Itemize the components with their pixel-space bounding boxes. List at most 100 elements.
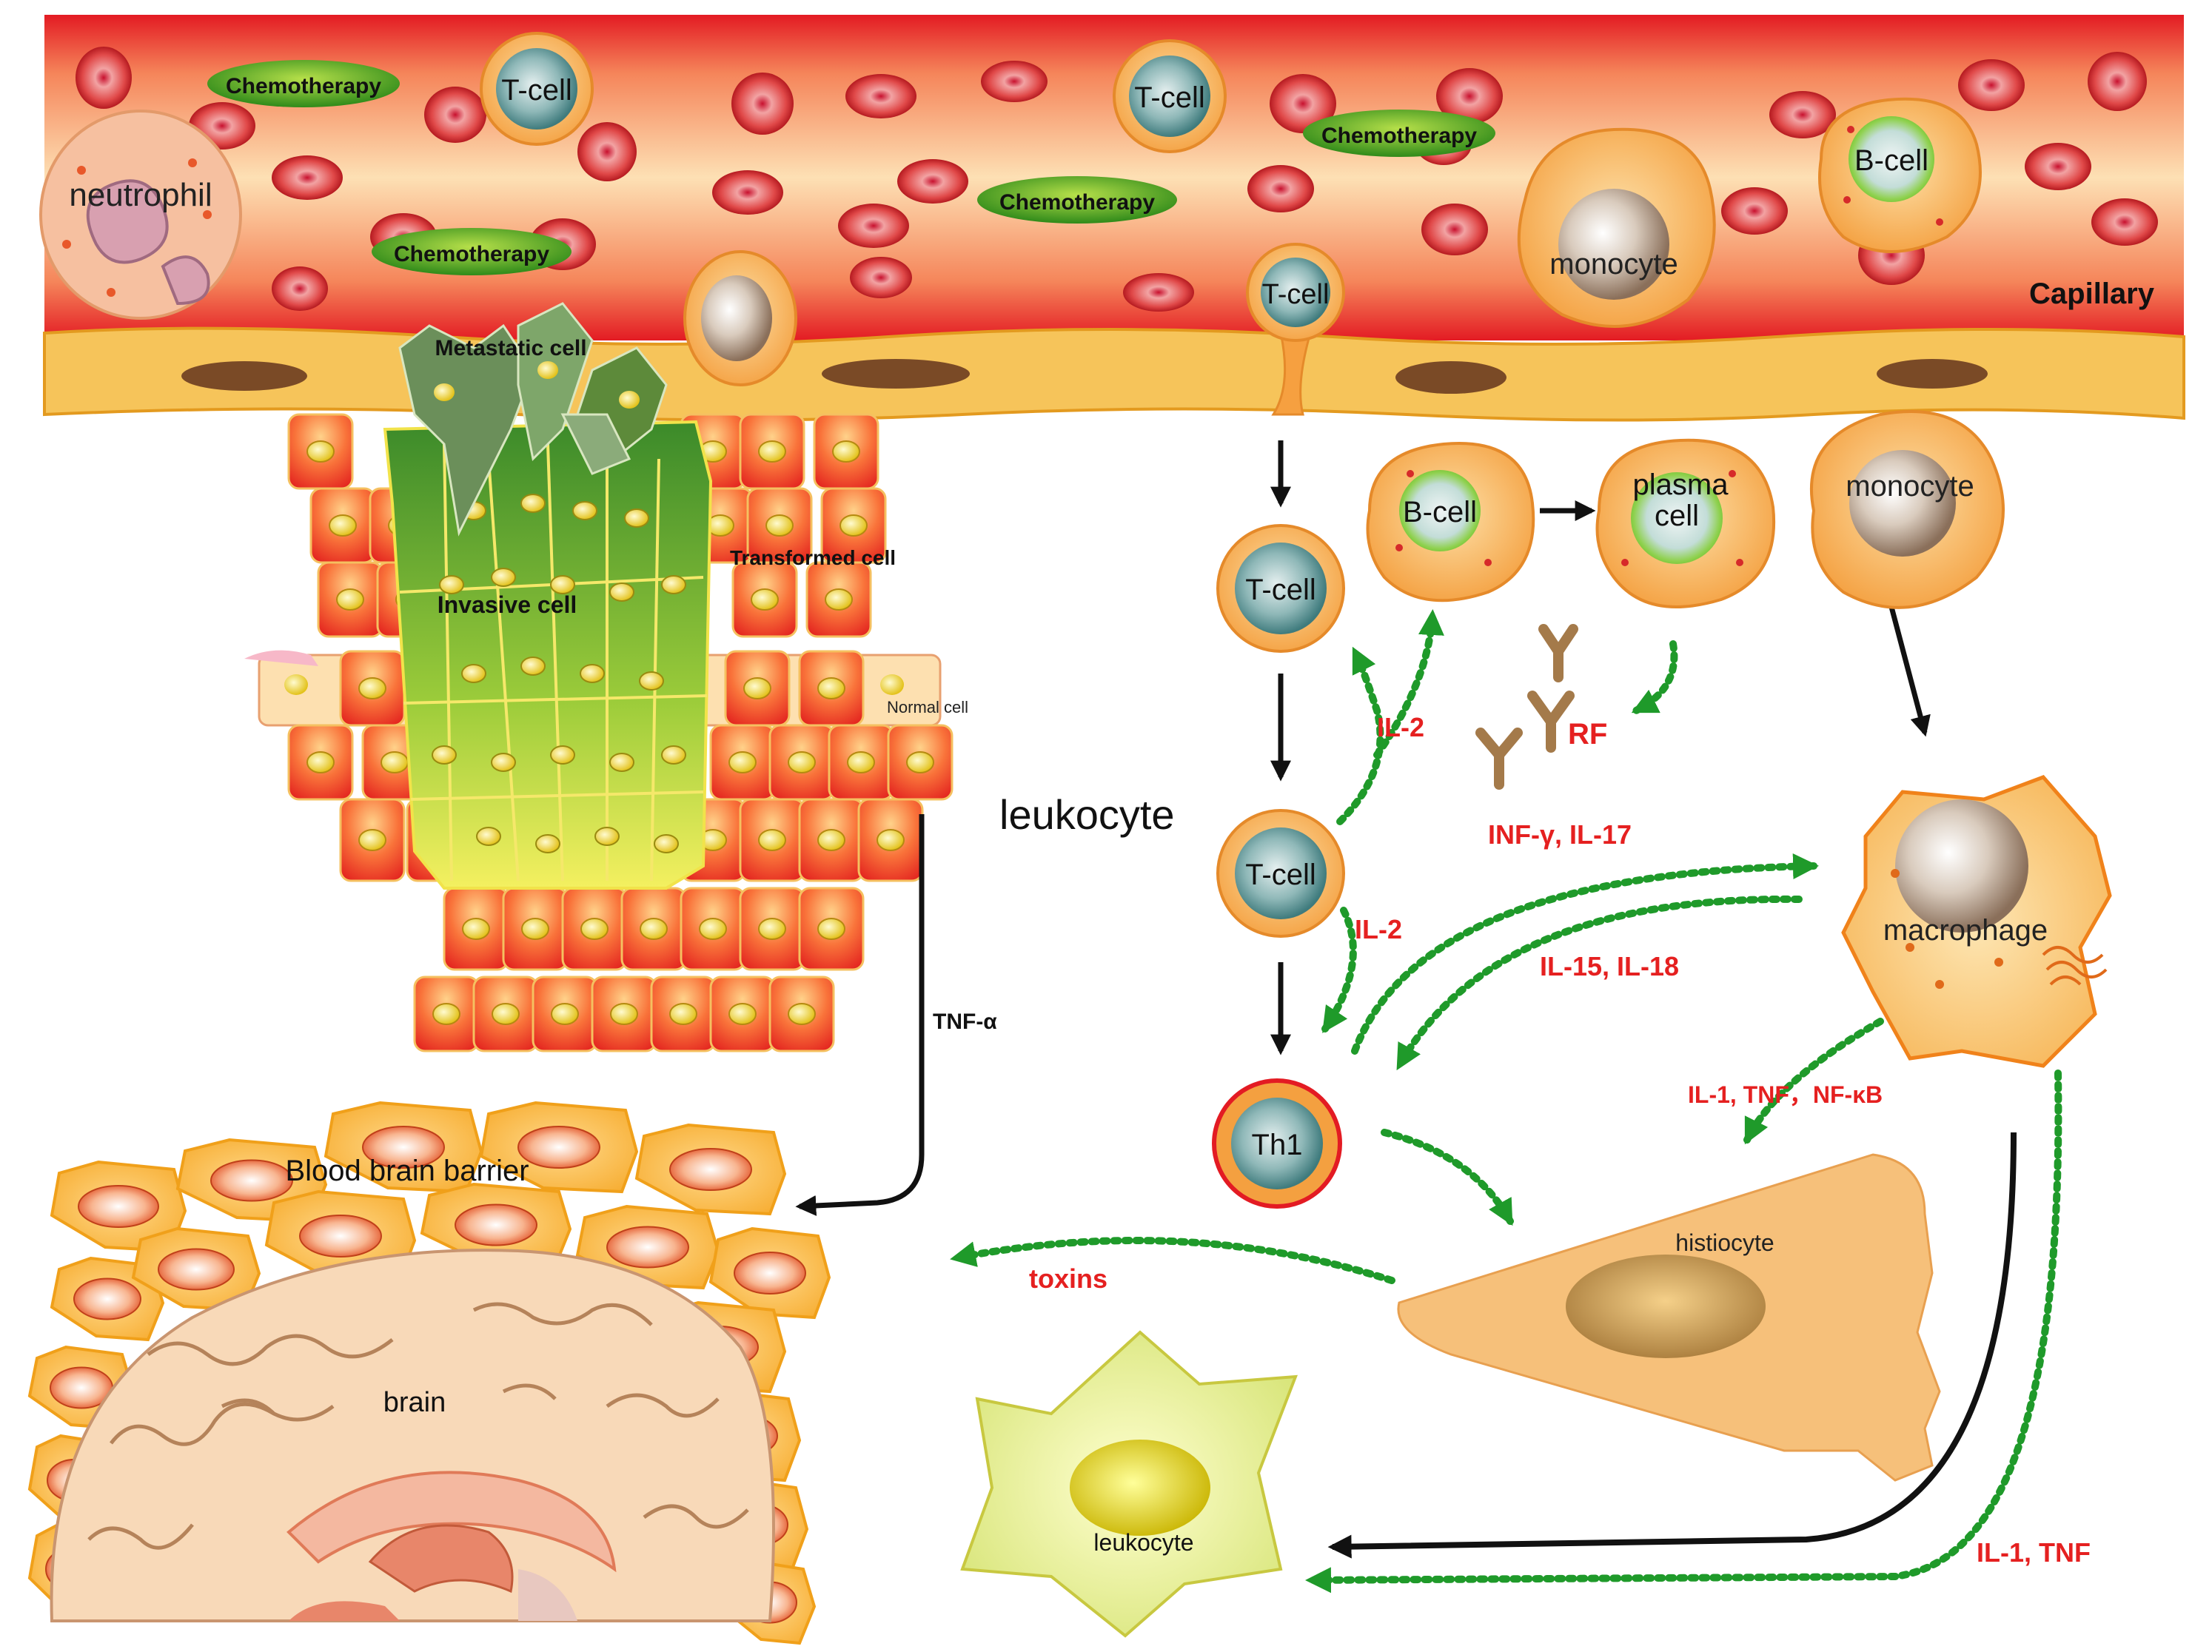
il2-arrow-to-tcell (1336, 646, 1384, 825)
svg-text:T-cell: T-cell (1262, 279, 1330, 310)
transformed-cell (287, 724, 354, 801)
bbb-cell (479, 1101, 639, 1194)
svg-text:T-cell: T-cell (1245, 574, 1316, 606)
red-blood-cell (1247, 165, 1314, 212)
macrophage: macrophage (1841, 775, 2112, 1068)
neutrophil-nucleus (86, 179, 169, 264)
tumor-tissue: Normal cell Metastatic cell Invas (244, 302, 968, 1052)
transformed-cell (887, 724, 953, 801)
transformed-cell (650, 976, 717, 1052)
invasive-cell-nucleus (580, 664, 605, 683)
invasive-cell-nucleus (661, 575, 686, 594)
transformed-cell (739, 887, 805, 971)
invasive-cell-nucleus (520, 657, 546, 676)
svg-text:T-cell: T-cell (1245, 859, 1316, 891)
transformed-cell (828, 724, 894, 801)
invasive-cell-nucleus (535, 834, 560, 853)
red-blood-cell (1123, 273, 1194, 312)
invasive-cell-nucleus (439, 575, 464, 594)
transformed-cell (620, 887, 687, 971)
svg-text:T-cell: T-cell (1134, 81, 1205, 114)
signal-arrows (950, 609, 2062, 1594)
svg-text:monocyte: monocyte (1846, 470, 1974, 503)
red-blood-cell (1436, 68, 1503, 124)
monocyte-label: monocyte (1549, 248, 1678, 281)
svg-text:Chemotherapy: Chemotherapy (999, 190, 1155, 215)
invasive-cell-nucleus (654, 834, 679, 853)
svg-text:T-cell: T-cell (501, 74, 572, 107)
brain-gyri (87, 1302, 749, 1550)
normal-cell-label: Normal cell (887, 698, 968, 716)
red-blood-cell (272, 155, 343, 200)
histiocyte-label: histiocyte (1675, 1229, 1774, 1256)
invasive-cell-nuclei (432, 494, 686, 853)
il15-il18-label: IL-15, IL-18 (1540, 951, 1679, 981)
transformed-cell (502, 887, 569, 971)
endothelial-nucleus (822, 359, 970, 389)
invasive-cell-label: Invasive cell (438, 591, 577, 618)
red-blood-cell (1270, 74, 1336, 133)
invasive-cell-nucleus (609, 753, 634, 772)
invasive-cell-nucleus (550, 575, 575, 594)
endothelial-nucleus (181, 361, 307, 391)
il2-arrow-to-bcell (1373, 609, 1444, 759)
transformed-cell (739, 413, 805, 490)
antibody-icon (1538, 624, 1578, 682)
svg-text:plasma: plasma (1633, 469, 1729, 501)
il1-tnf-label: IL-1, TNF (1977, 1537, 2091, 1568)
bbb-cell (420, 1182, 572, 1268)
transformed-cell (798, 650, 865, 727)
red-blood-cell (845, 74, 916, 118)
invasive-cell-nucleus (491, 753, 516, 772)
transformed-cell (680, 887, 746, 971)
red-blood-cell (2088, 52, 2147, 111)
rf-label: RF (1568, 718, 1607, 751)
invasive-cell-nucleus (520, 494, 546, 513)
red-blood-cell (981, 61, 1048, 102)
invasive-cell-nucleus (624, 508, 649, 528)
svg-text:Chemotherapy: Chemotherapy (1321, 124, 1477, 148)
t-cell-2: T-cell (1216, 809, 1345, 938)
invasive-cell-nucleus (476, 827, 501, 846)
t-cell-1: T-cell (1216, 524, 1345, 653)
brain: brain (50, 1249, 775, 1622)
bbb-cell (708, 1226, 831, 1320)
capillary-label: Capillary (2029, 278, 2155, 310)
t-cell-capillary-1: T-cell (480, 32, 594, 146)
antibody-icon (1527, 691, 1575, 753)
invasive-cell-nucleus (491, 568, 516, 587)
leukocyte-cell: leukocyte (960, 1330, 1298, 1638)
b-cell-capillary: B-cell (1818, 97, 1982, 253)
transformed-cell (857, 798, 924, 882)
b-cell: B-cell (1366, 442, 1535, 602)
toxins-label: toxins (1029, 1263, 1107, 1294)
red-blood-cell (897, 159, 968, 204)
infg-il17-arrow (1351, 853, 1819, 1055)
transformed-cell (798, 798, 865, 882)
transformed-cell (287, 413, 354, 490)
red-blood-cell (1421, 204, 1488, 255)
infg-il17-label: INF-γ, IL-17 (1488, 819, 1632, 850)
monocyte-capillary: monocyte (1517, 127, 1716, 328)
transformed-cell (317, 561, 383, 638)
svg-text:Chemotherapy: Chemotherapy (394, 242, 549, 266)
metastatic-cell (517, 302, 594, 462)
invasive-cell-nucleus (550, 745, 575, 765)
transformed-cell (724, 650, 791, 727)
red-blood-cell (272, 266, 328, 311)
metastatic-cell (398, 323, 534, 537)
macrophage-to-histiocyte-arrow (1743, 1018, 1884, 1145)
t-cell-transmigrating: T-cell (1246, 243, 1345, 416)
th1-cell: Th1 (1212, 1078, 1342, 1209)
invasive-cell-nucleus (594, 827, 620, 846)
transformed-cell (443, 887, 509, 971)
red-blood-cell (76, 47, 132, 109)
red-blood-cells (76, 47, 2158, 312)
il15-il18-arrow (1395, 895, 1803, 1071)
il2-label: IL-2 (1377, 712, 1424, 742)
transformed-cell (413, 976, 480, 1052)
metastatic-cell (560, 413, 631, 475)
macrophage-label: macrophage (1883, 914, 2048, 947)
monocyte-to-macrophage-arrow (1888, 606, 1931, 737)
red-blood-cell (731, 73, 794, 135)
